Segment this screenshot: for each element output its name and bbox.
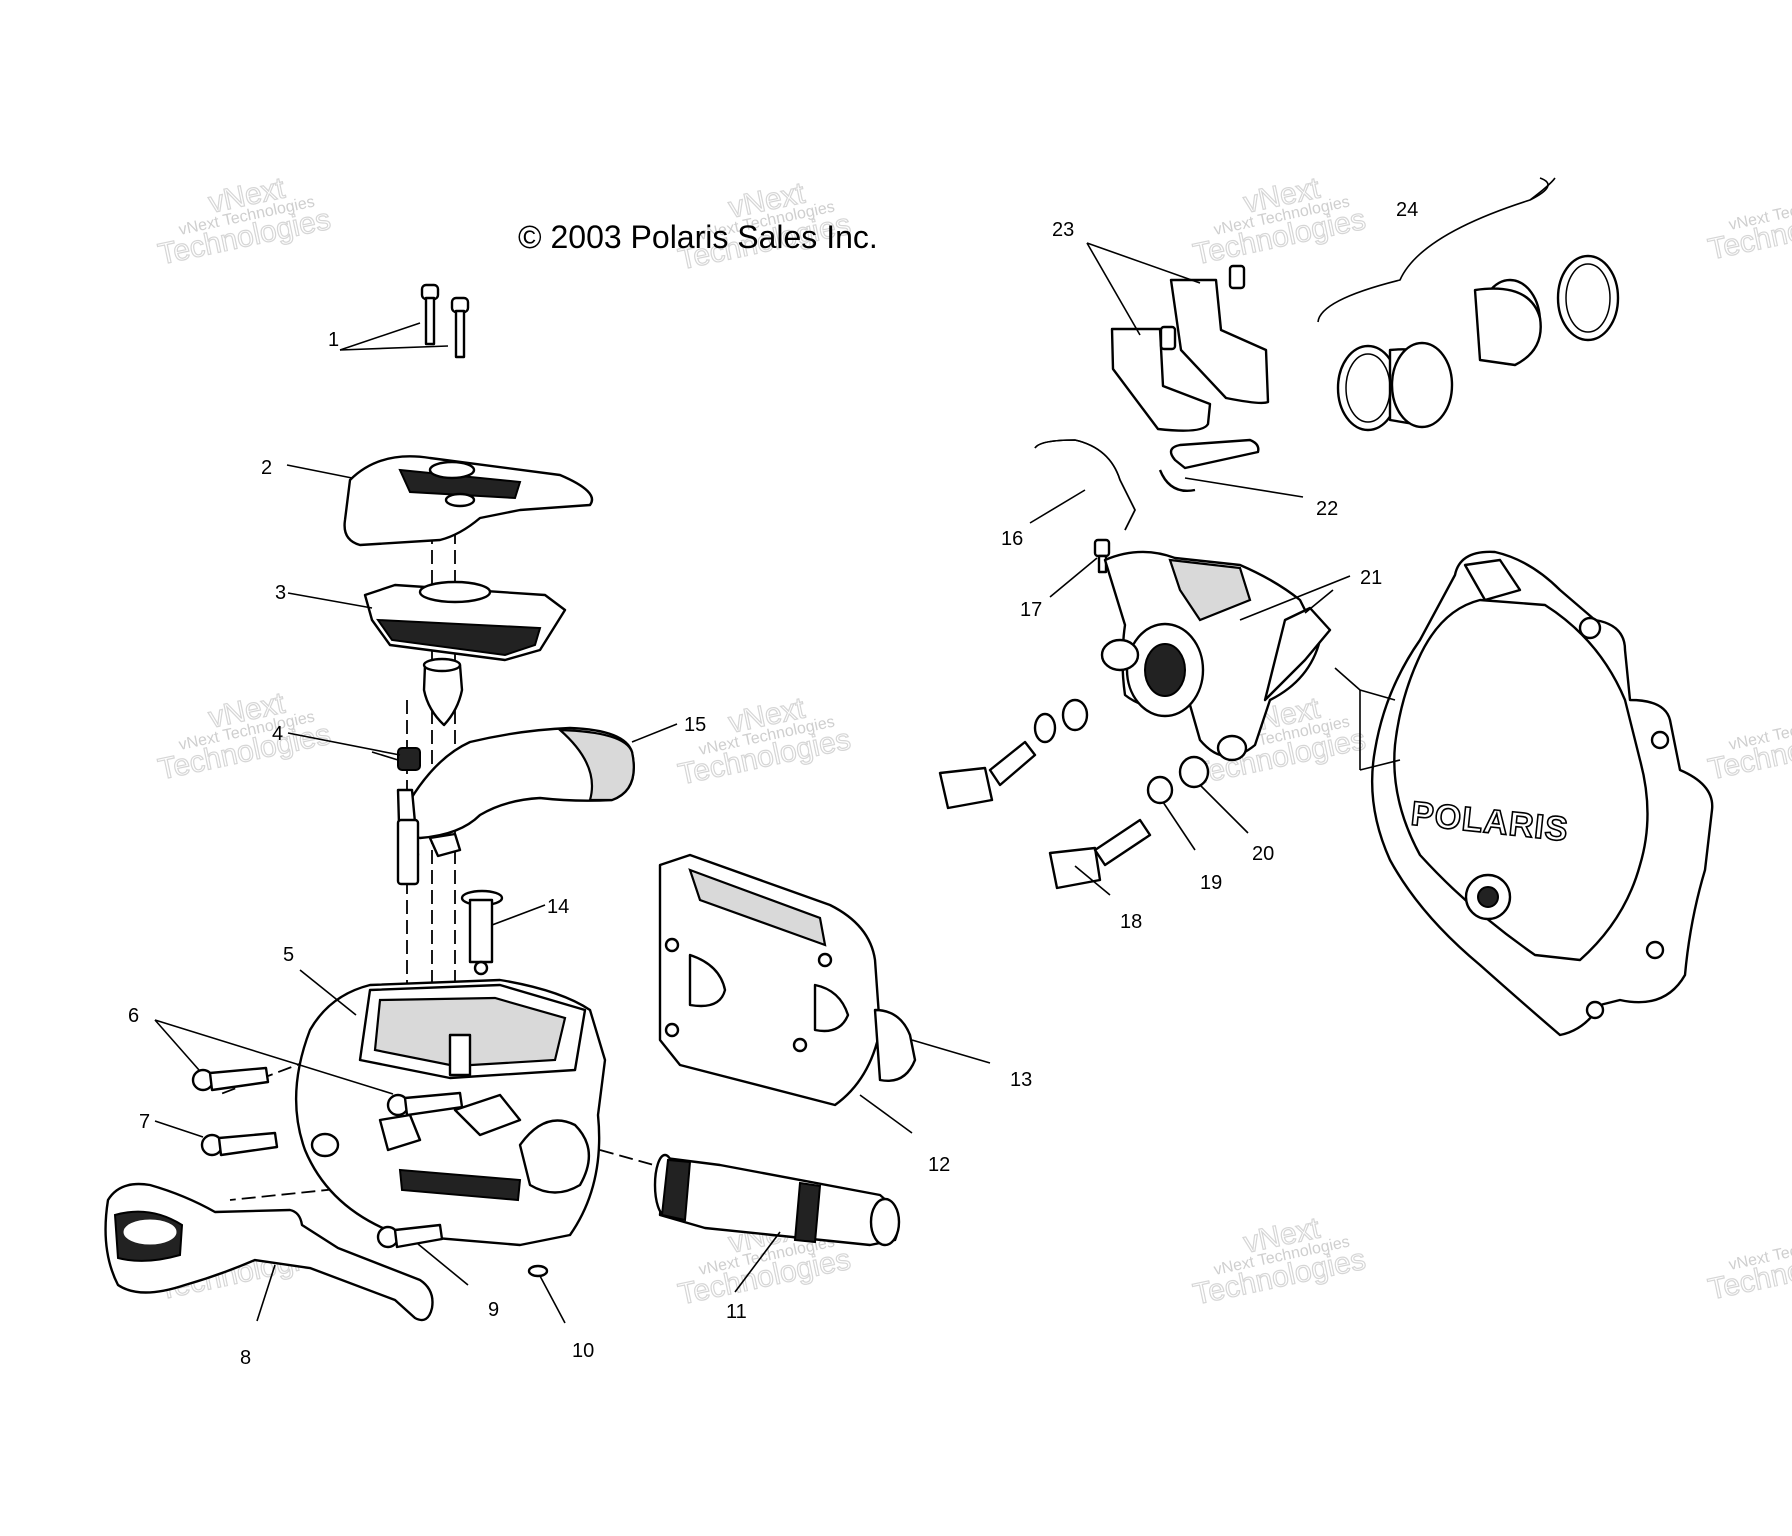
watermark: vNext Technologies Technologies bbox=[1705, 1228, 1792, 1307]
part-21-caliper bbox=[1100, 550, 1332, 762]
callout-19: 19 bbox=[1200, 872, 1222, 894]
part-3-diaphragm bbox=[363, 580, 567, 662]
callout-13: 13 bbox=[1010, 1069, 1032, 1091]
part-7-screw bbox=[200, 1131, 279, 1157]
part-1-screws bbox=[420, 283, 470, 359]
copyright-text: © 2003 Polaris Sales Inc. bbox=[518, 219, 878, 255]
callout-22: 22 bbox=[1316, 498, 1338, 520]
part-5-throttle-housing bbox=[294, 978, 607, 1247]
callout-labels: 1 2 3 4 5 6 7 8 9 10 11 12 13 14 15 16 1… bbox=[128, 199, 1418, 1369]
part-10-washer bbox=[527, 1264, 549, 1278]
part-13-seal bbox=[873, 1008, 917, 1082]
part-23-brake-pads bbox=[1110, 264, 1270, 432]
callout-11: 11 bbox=[726, 1301, 747, 1323]
watermark: vNext Technologies Technologies bbox=[1705, 708, 1792, 787]
callout-14: 14 bbox=[547, 896, 569, 918]
callout-23: 23 bbox=[1052, 219, 1074, 241]
callout-15: 15 bbox=[684, 714, 706, 736]
watermark: vNext Technologies Technologies vNext bbox=[155, 171, 334, 272]
watermark: vNext Technologies Technologies vNext bbox=[1190, 171, 1369, 272]
callout-7: 7 bbox=[139, 1111, 150, 1133]
watermark: vNext Technologies Technologies vNext bbox=[1190, 1211, 1369, 1312]
callout-17: 17 bbox=[1020, 599, 1042, 621]
callout-8: 8 bbox=[240, 1347, 251, 1369]
bolts-washers bbox=[938, 698, 1210, 890]
watermark: vNext Technologies Technologies bbox=[1705, 188, 1792, 267]
part-4-spring bbox=[371, 747, 421, 771]
leader-lines bbox=[154, 242, 1401, 1324]
part-6-screws bbox=[191, 1066, 464, 1117]
part-24-pistons-seals bbox=[1317, 177, 1620, 432]
callout-16: 16 bbox=[1001, 528, 1023, 550]
callout-12: 12 bbox=[928, 1154, 950, 1176]
watermark: vNext Technologies Technologies vNext bbox=[155, 686, 334, 787]
part-22-cotter-pin bbox=[1158, 438, 1260, 492]
callout-18: 18 bbox=[1120, 911, 1142, 933]
callout-21: 21 bbox=[1360, 567, 1382, 589]
brake-cover: POLARIS bbox=[1370, 550, 1714, 1037]
callout-5: 5 bbox=[283, 944, 294, 966]
callout-3: 3 bbox=[275, 582, 286, 604]
callout-2: 2 bbox=[261, 457, 272, 479]
callout-6: 6 bbox=[128, 1005, 139, 1027]
piston bbox=[422, 657, 464, 727]
callout-20: 20 bbox=[1252, 843, 1274, 865]
part-9-screw bbox=[376, 1223, 444, 1249]
callout-9: 9 bbox=[488, 1299, 499, 1321]
callout-10: 10 bbox=[572, 1340, 594, 1362]
part-12-housing-cover bbox=[658, 853, 882, 1107]
part-8-brake-lever bbox=[104, 1182, 434, 1322]
part-11-grip-sleeve bbox=[653, 1153, 901, 1247]
part-14-pin bbox=[460, 889, 504, 976]
callout-4: 4 bbox=[272, 723, 283, 745]
callout-24: 24 bbox=[1396, 199, 1418, 221]
part-16-brake-line bbox=[1034, 439, 1136, 531]
watermark: vNext Technologies Technologies vNext bbox=[675, 691, 854, 792]
callout-1: 1 bbox=[328, 329, 339, 351]
part-2-reservoir-cover bbox=[343, 455, 594, 547]
part-15-throttle-lever bbox=[396, 726, 635, 886]
